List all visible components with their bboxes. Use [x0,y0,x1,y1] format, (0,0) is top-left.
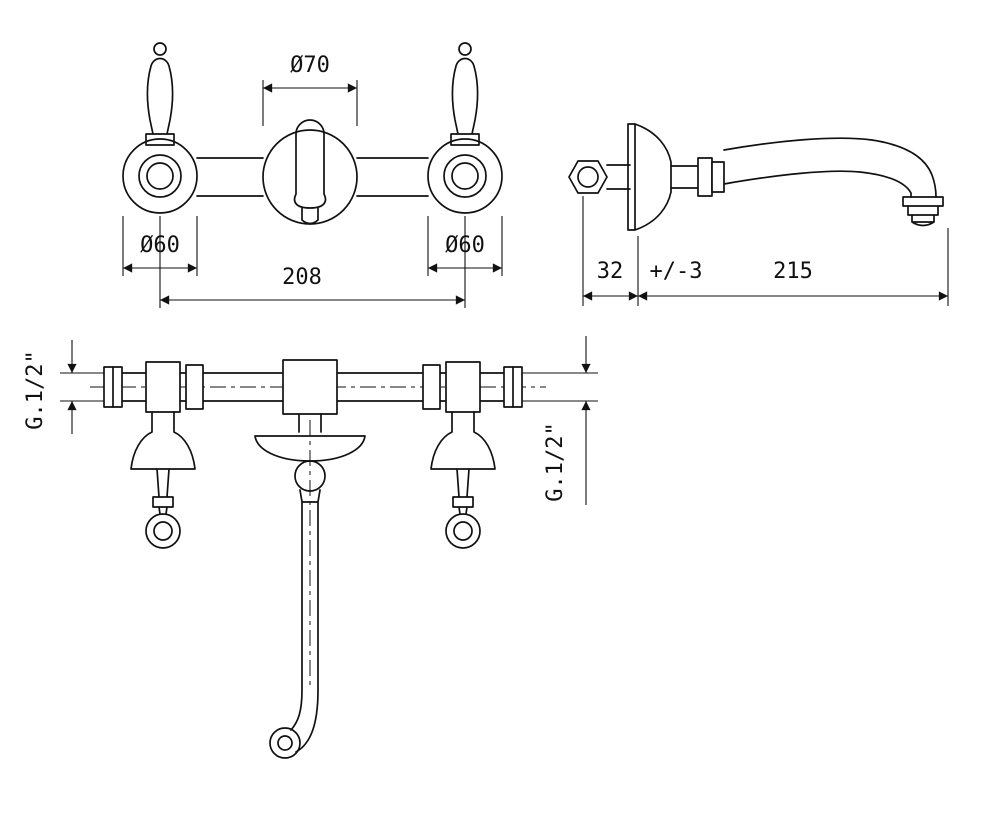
left-valve-bottom [130,411,196,549]
left-coupling-nut [185,364,204,410]
front-connecting-bar [196,157,429,197]
dim-label-handle-spacing: 208 [282,265,322,290]
side-view: 32 +/-3 215 [568,123,949,306]
left-handle-inner-circle [146,162,174,190]
right-valve-outer-circle [445,513,481,549]
dim-label-diameter-70: Ø70 [290,53,330,78]
thread-dimension-right: G.1/2" [522,336,598,505]
dim-label-thread-right: G.1/2" [543,422,568,501]
spout-outlet-inner-circle [277,735,293,751]
left-valve-outer-circle [145,513,181,549]
front-view: Ø70 Ø60 Ø60 208 [122,42,503,308]
side-escutcheon-bell [627,123,672,231]
side-dimensions: 32 +/-3 215 [582,196,949,306]
right-tee-fitting [445,361,481,413]
dim-label-tolerance: +/-3 [650,259,703,284]
right-valve-collar [452,496,474,508]
right-lever-finial-ball [458,42,472,56]
thread-dimension-left: G.1/2" [23,340,104,434]
bar-lines [196,157,429,197]
dimension-diameter-70: Ø70 [262,53,358,126]
right-handle-escutcheon-circle [427,138,503,214]
spout-outlet-outer-circle [269,727,301,759]
spout-curve-outline [723,137,937,198]
dim-label-thread-left: G.1/2" [23,350,48,429]
left-tee-fitting [145,361,181,413]
center-spout-mount-front [262,119,358,225]
center-tee-fitting [282,359,338,415]
left-valve-inner-circle [153,521,173,541]
spout-outlet-mouth [902,196,944,227]
right-lever-handle [450,57,480,146]
spout-ball-joint [294,460,326,492]
inlet-connector-lines [606,164,631,190]
body-neck-lines [670,165,699,189]
dim-label-reach: 215 [773,259,813,284]
center-spout-front-detail [293,119,327,225]
body-collar-ring-1 [697,157,713,197]
side-wall-inlet [568,160,631,194]
dim-label-wall-offset: 32 [597,259,624,284]
left-handle-mid-circle [138,154,182,198]
side-spout-body [670,137,944,227]
right-coupling-nut [422,364,441,410]
bottom-view: G.1/2" G.1/2" [23,336,598,759]
right-valve-bell-and-stem [430,411,496,515]
inlet-pipe-circle [577,166,599,188]
center-escutcheon-circle [262,129,358,225]
dim60L-extension-lines [122,216,198,276]
right-handle-assembly [427,42,503,214]
manifold-pipe [90,359,546,415]
right-valve-inner-circle [453,521,473,541]
left-handle-assembly [122,42,198,214]
thread-left-extension-lines [60,372,104,402]
right-valve-bottom [430,411,496,549]
left-lever-handle [145,57,175,146]
left-lever-finial-ball [153,42,167,56]
left-valve-bell-and-stem [130,411,196,515]
dimension-handle-spacing: 208 [159,216,466,308]
inlet-hex-nut [568,160,608,194]
spacing-extension-lines [159,216,466,308]
bell-outline [627,123,672,231]
body-collar-ring-2 [711,161,725,193]
right-handle-inner-circle [451,162,479,190]
dim70-extension-lines [262,80,358,126]
left-valve-collar [152,496,174,508]
center-spout-bottom [254,413,366,759]
side-extension-lines [582,196,949,306]
left-handle-escutcheon-circle [122,138,198,214]
right-handle-mid-circle [443,154,487,198]
